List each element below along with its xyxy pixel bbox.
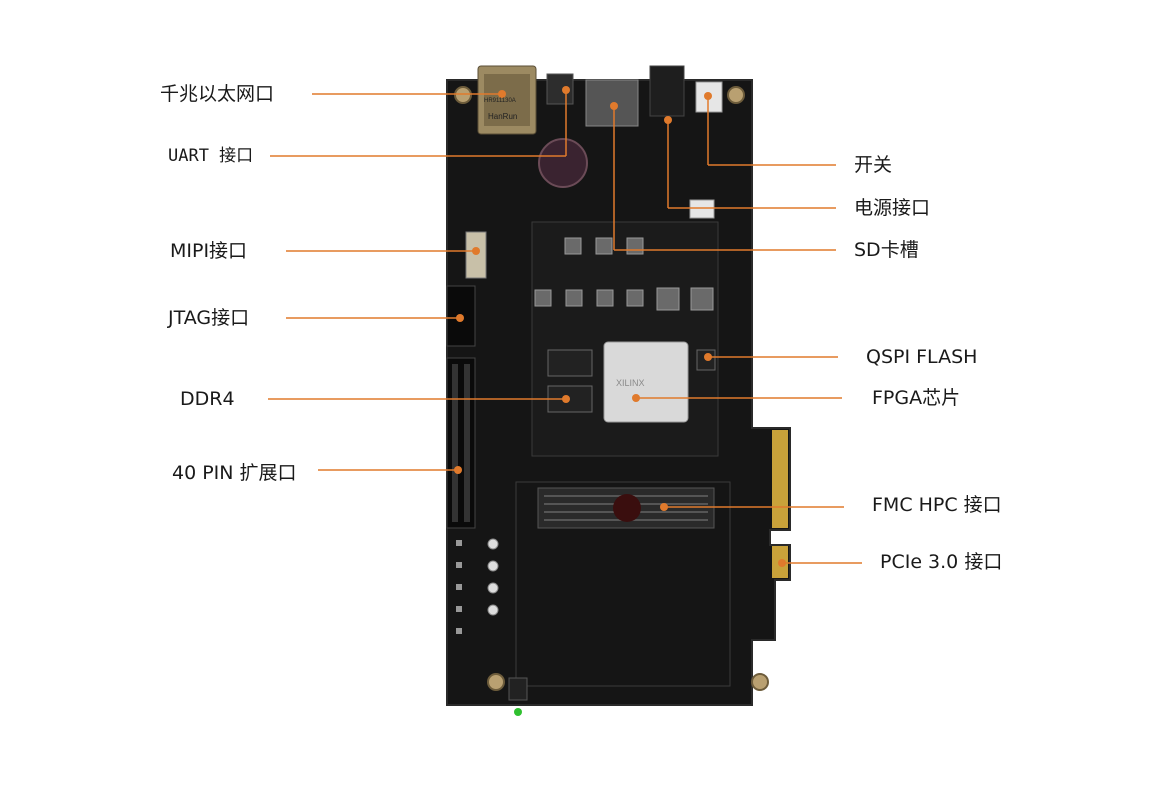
label-ethernet: 千兆以太网口 (160, 83, 275, 105)
gpio-pin-rows (452, 364, 470, 522)
power-inductors (534, 237, 714, 311)
fan-header (689, 199, 715, 219)
power-jack (649, 65, 685, 117)
label-uart: UART 接口 (168, 146, 254, 166)
label-fpga: FPGA芯片 (872, 387, 961, 409)
fmc-mezzanine-area (515, 481, 731, 687)
label-qspi: QSPI FLASH (866, 346, 978, 368)
rj45-part-text: HR911130A (484, 98, 516, 104)
leader-lines (268, 86, 862, 567)
label-gpio40: 40 PIN 扩展口 (172, 462, 297, 484)
label-mipi: MIPI接口 (170, 240, 248, 262)
user-buttons (487, 538, 499, 616)
rj45-brand-text: HanRun (488, 112, 518, 121)
green-led (514, 708, 522, 716)
label-power: 电源接口 (854, 197, 931, 219)
rj45-connector (477, 65, 537, 135)
ddr4-chips (547, 349, 593, 413)
fmc-center-marker (613, 494, 641, 522)
fpga-chip (603, 341, 689, 423)
gpio-40pin-header (446, 357, 476, 529)
fpga-marking: XILINX (616, 378, 645, 388)
bottom-led-header (508, 677, 528, 701)
label-jtag: JTAG接口 (168, 307, 250, 329)
status-leds (456, 540, 462, 634)
rtc-battery (538, 138, 588, 188)
label-sd: SD卡槽 (854, 239, 919, 261)
label-pcie: PCIe 3.0 接口 (880, 551, 1003, 573)
label-switch: 开关 (854, 154, 893, 176)
label-fmc: FMC HPC 接口 (872, 494, 1002, 516)
label-ddr4: DDR4 (180, 388, 235, 410)
pcie-gold-fingers (772, 430, 788, 578)
